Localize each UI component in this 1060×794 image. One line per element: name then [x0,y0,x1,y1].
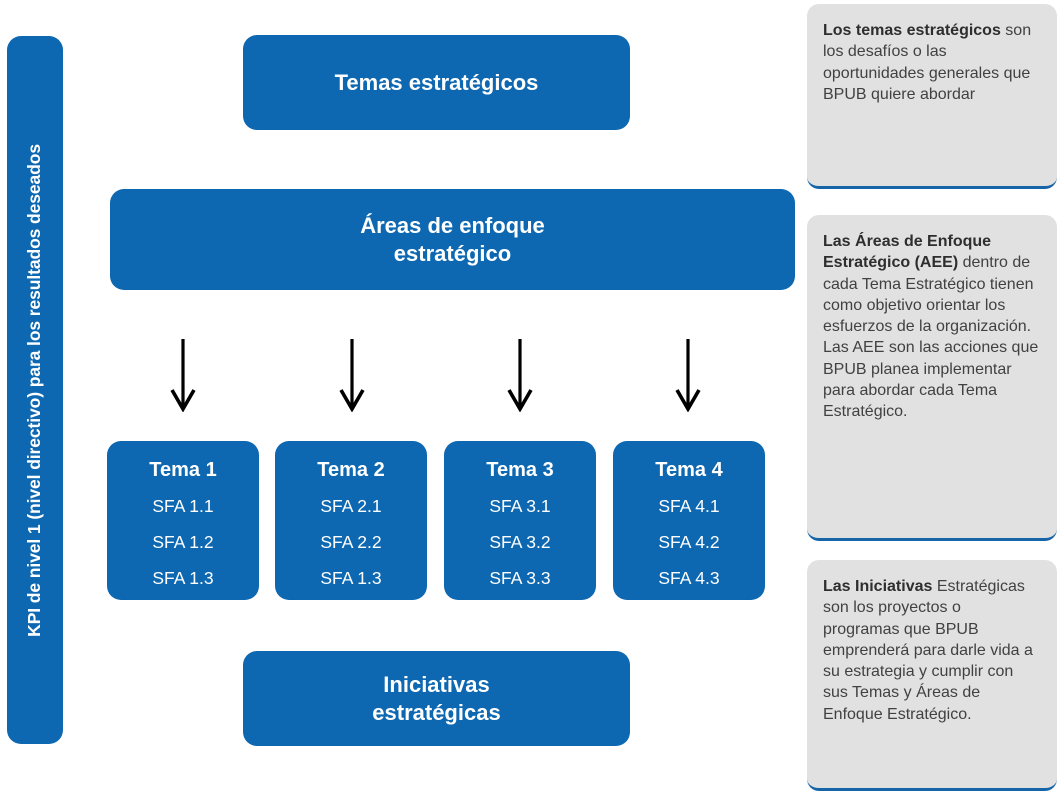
card-tema-2[interactable]: Tema 2 SFA 2.1 SFA 2.2 SFA 1.3 [275,441,427,600]
box-temas-estrategicos[interactable]: Temas estratégicos [243,35,630,130]
box-temas-estrategicos-label: Temas estratégicos [334,69,539,95]
card-tema-3[interactable]: Tema 3 SFA 3.1 SFA 3.2 SFA 3.3 [444,441,596,600]
box-areas-line-1: Áreas de enfoque [360,213,545,238]
note-temas-estrategicos-rest: son los desafíos o las oportunidades gen… [823,22,1032,103]
card-tema-3-item-3: SFA 3.3 [489,567,551,588]
arrow-down-icon-3 [507,338,533,412]
arrow-down-icon-4 [675,338,701,412]
note-iniciativas-rest: Estratégicas son los proyectos o program… [823,578,1033,723]
note-temas-estrategicos-bold: Los temas estratégicos [823,22,1001,39]
card-tema-4-item-2: SFA 4.2 [658,531,720,552]
kpi-vertical-bar: KPI de nivel 1 (nivel directivo) para lo… [7,36,63,744]
card-tema-3-title: Tema 3 [486,459,554,481]
card-tema-1-item-2: SFA 1.2 [152,531,214,552]
card-tema-2-item-2: SFA 2.2 [320,531,382,552]
note-iniciativas: Las Iniciativas Estratégicas son los pro… [807,560,1057,791]
card-tema-4-item-3: SFA 4.3 [658,567,720,588]
note-iniciativas-text: Las Iniciativas Estratégicas son los pro… [823,576,1041,725]
note-iniciativas-bold: Las Iniciativas [823,578,933,595]
card-tema-1[interactable]: Tema 1 SFA 1.1 SFA 1.2 SFA 1.3 [107,441,259,600]
arrow-down-icon-2 [339,338,365,412]
card-tema-2-title: Tema 2 [317,459,385,481]
card-tema-4-title: Tema 4 [655,459,723,481]
box-areas-enfoque-estrategico[interactable]: Áreas de enfoque estratégico [110,189,795,290]
card-tema-4-item-1: SFA 4.1 [658,496,720,516]
box-iniciativas-line-2: estratégicas [372,699,501,725]
card-tema-2-item-3: SFA 1.3 [320,567,382,588]
card-tema-1-title: Tema 1 [149,459,217,481]
box-iniciativas-line-1: Iniciativas [383,672,490,697]
card-tema-3-item-1: SFA 3.1 [489,496,551,516]
card-tema-1-item-1: SFA 1.1 [152,496,214,516]
card-tema-1-item-3: SFA 1.3 [152,567,214,588]
kpi-vertical-bar-label: KPI de nivel 1 (nivel directivo) para lo… [24,143,45,637]
note-areas-enfoque-rest: dentro de cada Tema Estratégico tienen c… [823,254,1039,421]
box-iniciativas-estrategicas-label: Iniciativas estratégicas [372,671,500,726]
card-tema-4[interactable]: Tema 4 SFA 4.1 SFA 4.2 SFA 4.3 [613,441,765,600]
box-areas-line-2: estratégico [393,240,512,266]
card-tema-2-item-1: SFA 2.1 [320,496,382,516]
note-areas-enfoque: Las Áreas de Enfoque Estratégico (AEE) d… [807,215,1057,541]
note-temas-estrategicos: Los temas estratégicos son los desafíos … [807,4,1057,189]
card-tema-3-item-2: SFA 3.2 [489,531,551,552]
box-iniciativas-estrategicas[interactable]: Iniciativas estratégicas [243,651,630,746]
arrow-down-icon-1 [170,338,196,412]
note-areas-enfoque-bold: Las Áreas de Enfoque Estratégico (AEE) [823,233,992,272]
note-temas-estrategicos-text: Los temas estratégicos son los desafíos … [823,20,1041,105]
box-areas-enfoque-estrategico-label: Áreas de enfoque estratégico [360,212,545,267]
note-areas-enfoque-text: Las Áreas de Enfoque Estratégico (AEE) d… [823,231,1041,422]
